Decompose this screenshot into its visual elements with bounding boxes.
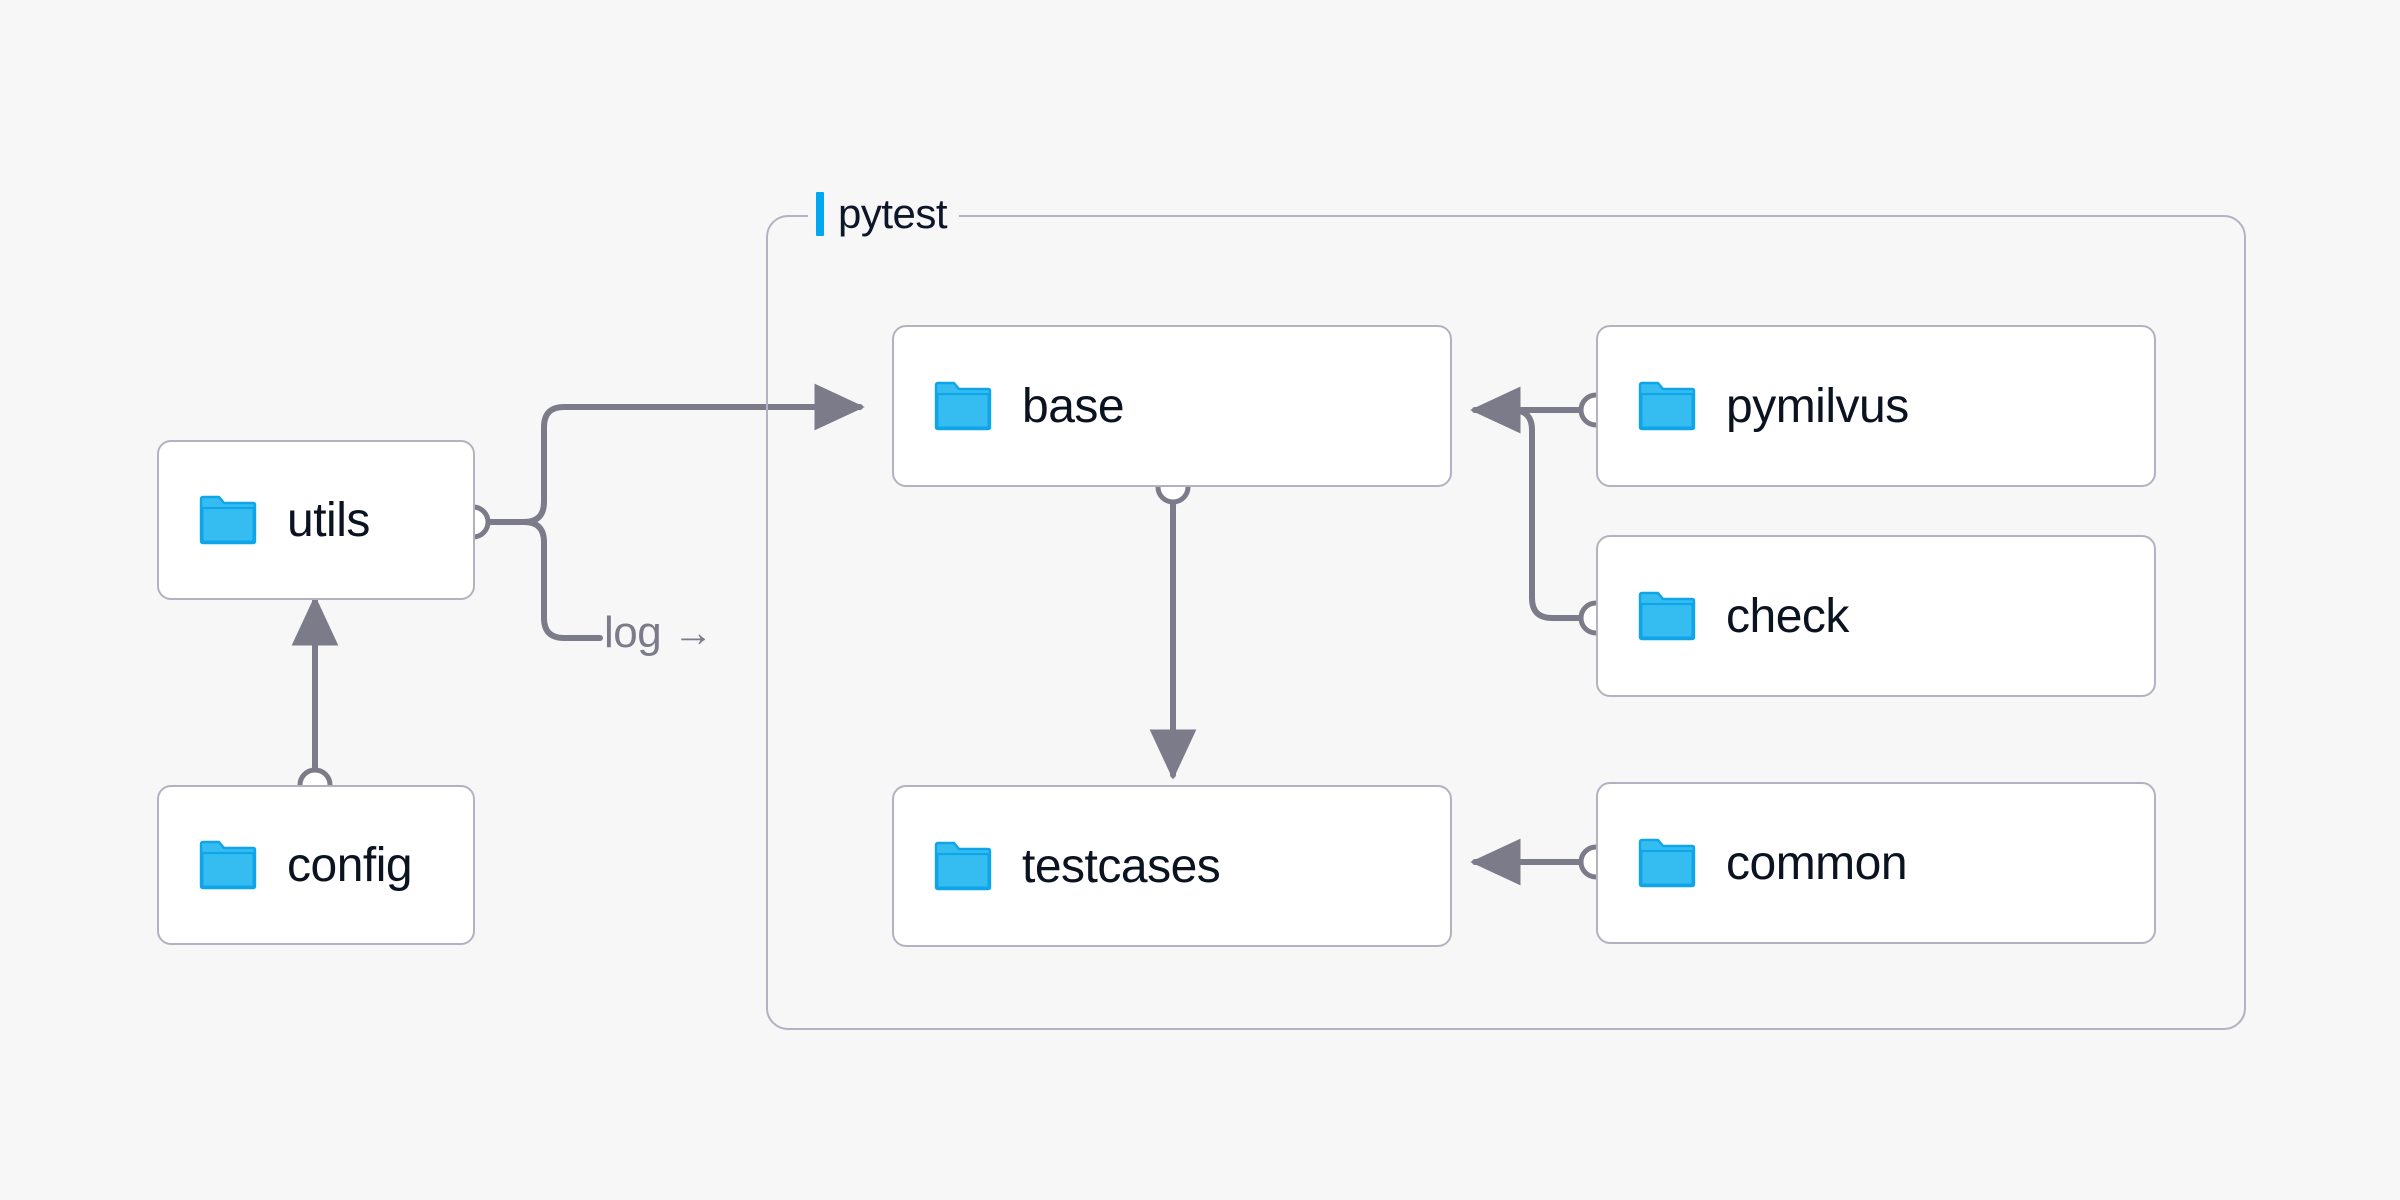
node-common[interactable]: common [1596, 782, 2156, 944]
arrow-right-icon: → [673, 611, 713, 655]
node-utils[interactable]: utils [157, 440, 475, 600]
node-common-label: common [1726, 836, 1908, 890]
folder-icon [199, 840, 257, 890]
edge-utils-log [484, 519, 603, 641]
group-label-text: pytest [838, 190, 948, 237]
node-base[interactable]: base [892, 325, 1452, 487]
node-check[interactable]: check [1596, 535, 2156, 697]
node-base-label: base [1022, 379, 1125, 433]
folder-icon [1638, 838, 1696, 888]
folder-icon [199, 495, 257, 545]
group-pytest-label: pytest [808, 186, 960, 242]
node-testcases[interactable]: testcases [892, 785, 1452, 947]
folder-icon [1638, 591, 1696, 641]
node-check-label: check [1726, 589, 1849, 643]
group-pytest-container [766, 215, 2246, 1030]
edge-label-log: log → [604, 608, 713, 658]
node-config[interactable]: config [157, 785, 475, 945]
node-pymilvus[interactable]: pymilvus [1596, 325, 2156, 487]
node-config-label: config [287, 838, 413, 892]
edge-config-utils [291, 595, 339, 803]
node-utils-label: utils [287, 493, 370, 547]
folder-icon [934, 841, 992, 891]
folder-icon [1638, 381, 1696, 431]
edge-label-log-text: log [604, 608, 662, 657]
group-accent-bar [816, 192, 824, 236]
folder-icon [934, 381, 992, 431]
node-testcases-label: testcases [1022, 839, 1221, 893]
node-pymilvus-label: pymilvus [1726, 379, 1909, 433]
